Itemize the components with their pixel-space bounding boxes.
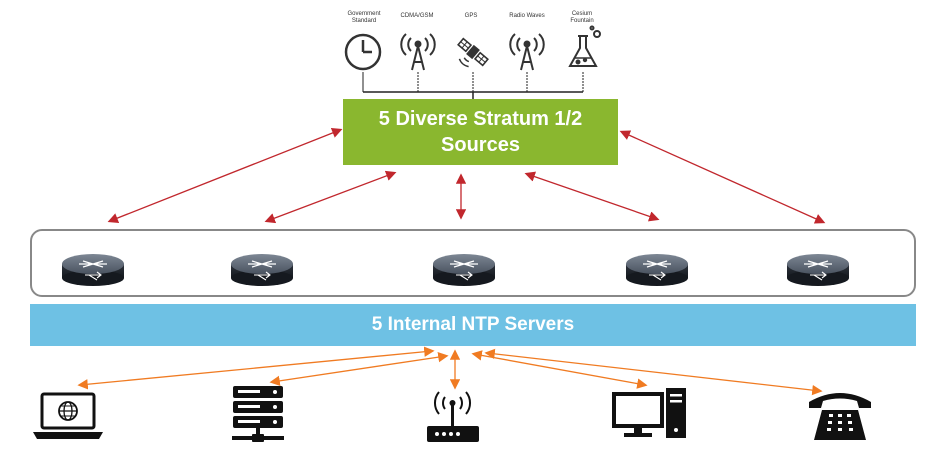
router-icon bbox=[231, 254, 293, 286]
server-rack-icon bbox=[232, 386, 284, 442]
laptop-globe-icon bbox=[33, 392, 103, 439]
orange-arrow-1 bbox=[77, 346, 435, 390]
clock-icon bbox=[344, 33, 382, 71]
source-label-gps: GPS bbox=[464, 13, 478, 19]
internal-ntp-servers-bar: 5 Internal NTP Servers bbox=[30, 304, 916, 346]
desktop-computer-icon bbox=[612, 388, 686, 438]
stratum-sources-box: 5 Diverse Stratum 1/2 Sources bbox=[343, 99, 618, 165]
red-arrow-1 bbox=[107, 128, 343, 223]
orange-arrow-2 bbox=[269, 352, 449, 386]
internal-ntp-servers-label: 5 Internal NTP Servers bbox=[371, 314, 575, 335]
source-label-cdma-gsm: CDMA/GSM bbox=[400, 13, 434, 19]
orange-arrow-5 bbox=[484, 348, 823, 396]
router-icon bbox=[626, 254, 688, 286]
router-icon bbox=[433, 254, 495, 286]
radio-tower-icon bbox=[509, 33, 545, 71]
red-arrow-4 bbox=[524, 171, 660, 222]
flask-icon bbox=[568, 25, 601, 67]
orange-arrow-4 bbox=[471, 350, 648, 389]
cell-tower-icon bbox=[400, 33, 436, 71]
source-label-radio-waves: Radio Waves bbox=[509, 13, 545, 19]
router-icon bbox=[62, 254, 124, 286]
satellite-icon bbox=[457, 37, 489, 68]
telephone-icon bbox=[809, 393, 871, 440]
router-icon bbox=[787, 254, 849, 286]
source-label-cesium-fountain: Cesium Fountain bbox=[570, 11, 594, 24]
red-arrow-5 bbox=[619, 130, 826, 224]
source-label-government-standard: Government Standard bbox=[347, 11, 381, 24]
stratum-sources-text: 5 Diverse Stratum 1/2 Sources bbox=[378, 108, 583, 156]
wireless-access-point-icon bbox=[427, 391, 479, 442]
red-arrow-2 bbox=[264, 170, 397, 224]
